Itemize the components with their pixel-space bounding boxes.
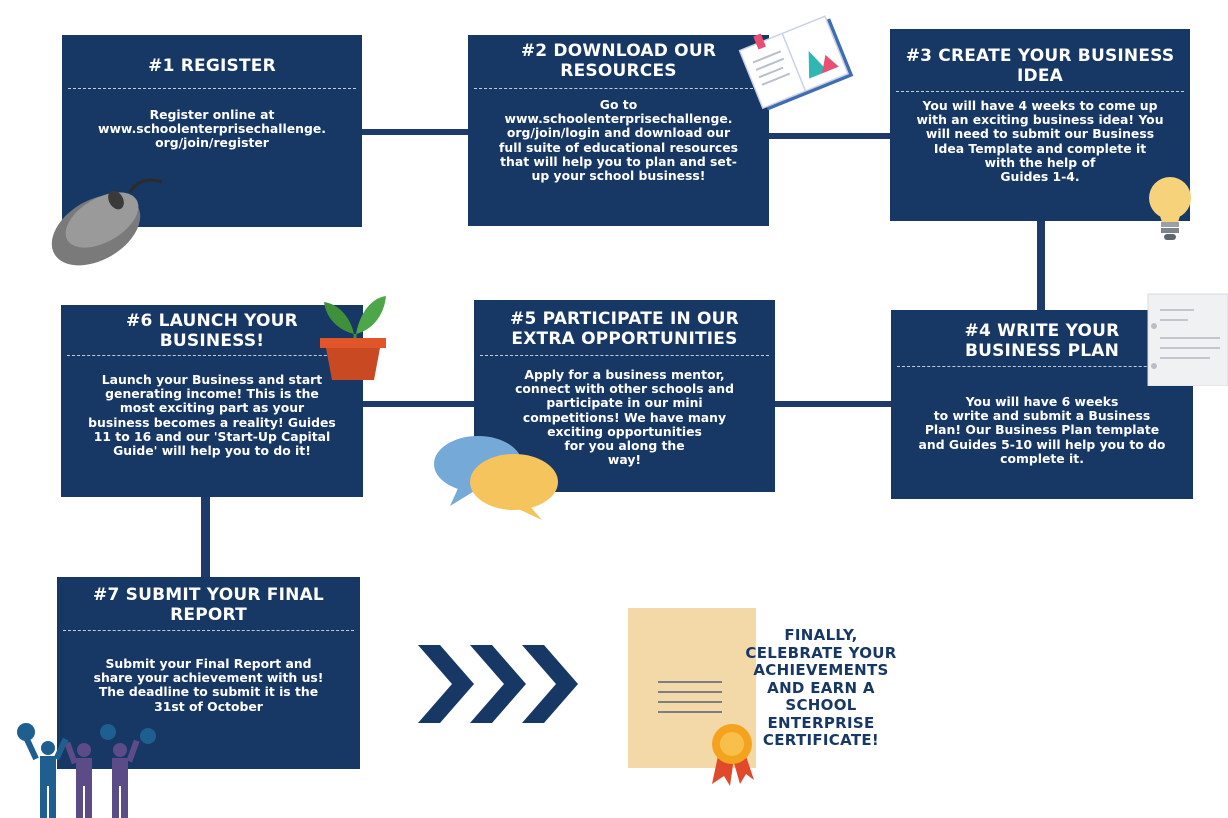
step-body: Submit your Final Report and share your … xyxy=(93,656,324,714)
step-4-write-business-plan: #4 WRITE YOUR BUSINESS PLAN You will hav… xyxy=(891,310,1193,499)
lightbulb-icon xyxy=(1149,177,1191,240)
paper-sheet-icon xyxy=(1147,293,1228,386)
connector-1-2 xyxy=(362,129,472,135)
step-divider xyxy=(63,630,354,631)
connector-3-4 xyxy=(1037,220,1045,312)
step-title: #5 PARTICIPATE IN OUR EXTRA OPPORTUNITIE… xyxy=(510,309,739,349)
potted-plant-icon xyxy=(320,296,386,380)
step-divider xyxy=(897,366,1187,367)
step-divider xyxy=(474,88,763,89)
connector-2-3 xyxy=(768,133,894,139)
final-celebrate-message: FINALLY, CELEBRATE YOUR ACHIEVEMENTS AND… xyxy=(745,626,897,749)
document-chart-icon xyxy=(738,15,854,111)
step-divider xyxy=(896,91,1184,92)
certificate-icon xyxy=(628,608,756,786)
step-body: Apply for a business mentor, connect wit… xyxy=(515,367,734,468)
connector-5-6 xyxy=(362,401,474,407)
step-body: Go to www.schoolenterprisechallenge. org… xyxy=(498,97,738,184)
step-divider xyxy=(68,88,356,89)
connector-6-7 xyxy=(201,497,210,579)
step-body: You will have 6 weeks to write and submi… xyxy=(918,394,1166,466)
step-title: #4 WRITE YOUR BUSINESS PLAN xyxy=(964,321,1120,361)
step-body: Launch your Business and start generatin… xyxy=(88,372,336,459)
step-title: #3 CREATE YOUR BUSINESS IDEA xyxy=(905,46,1175,86)
step-title: #7 SUBMIT YOUR FINAL REPORT xyxy=(93,585,324,625)
celebrating-people-icon xyxy=(17,723,156,818)
step-3-create-business-idea: #3 CREATE YOUR BUSINESS IDEA You will ha… xyxy=(890,29,1190,221)
step-5-extra-opportunities: #5 PARTICIPATE IN OUR EXTRA OPPORTUNITIE… xyxy=(474,300,775,492)
step-divider xyxy=(67,355,357,356)
step-title: #1 REGISTER xyxy=(148,56,276,76)
step-title: #2 DOWNLOAD OUR RESOURCES xyxy=(520,41,717,81)
step-body: Register online at www.schoolenterprisec… xyxy=(98,107,326,151)
speech-bubbles-icon xyxy=(434,436,558,520)
step-2-download-resources: #2 DOWNLOAD OUR RESOURCES Go to www.scho… xyxy=(468,35,769,226)
computer-mouse-icon xyxy=(51,178,163,266)
step-title: #6 LAUNCH YOUR BUSINESS! xyxy=(126,311,298,351)
step-body: You will have 4 weeks to come up with an… xyxy=(916,98,1164,185)
connector-4-5 xyxy=(774,401,894,407)
triple-chevron-arrow-icon xyxy=(418,645,578,723)
step-divider xyxy=(480,355,769,356)
step-6-launch-business: #6 LAUNCH YOUR BUSINESS! Launch your Bus… xyxy=(61,305,363,497)
